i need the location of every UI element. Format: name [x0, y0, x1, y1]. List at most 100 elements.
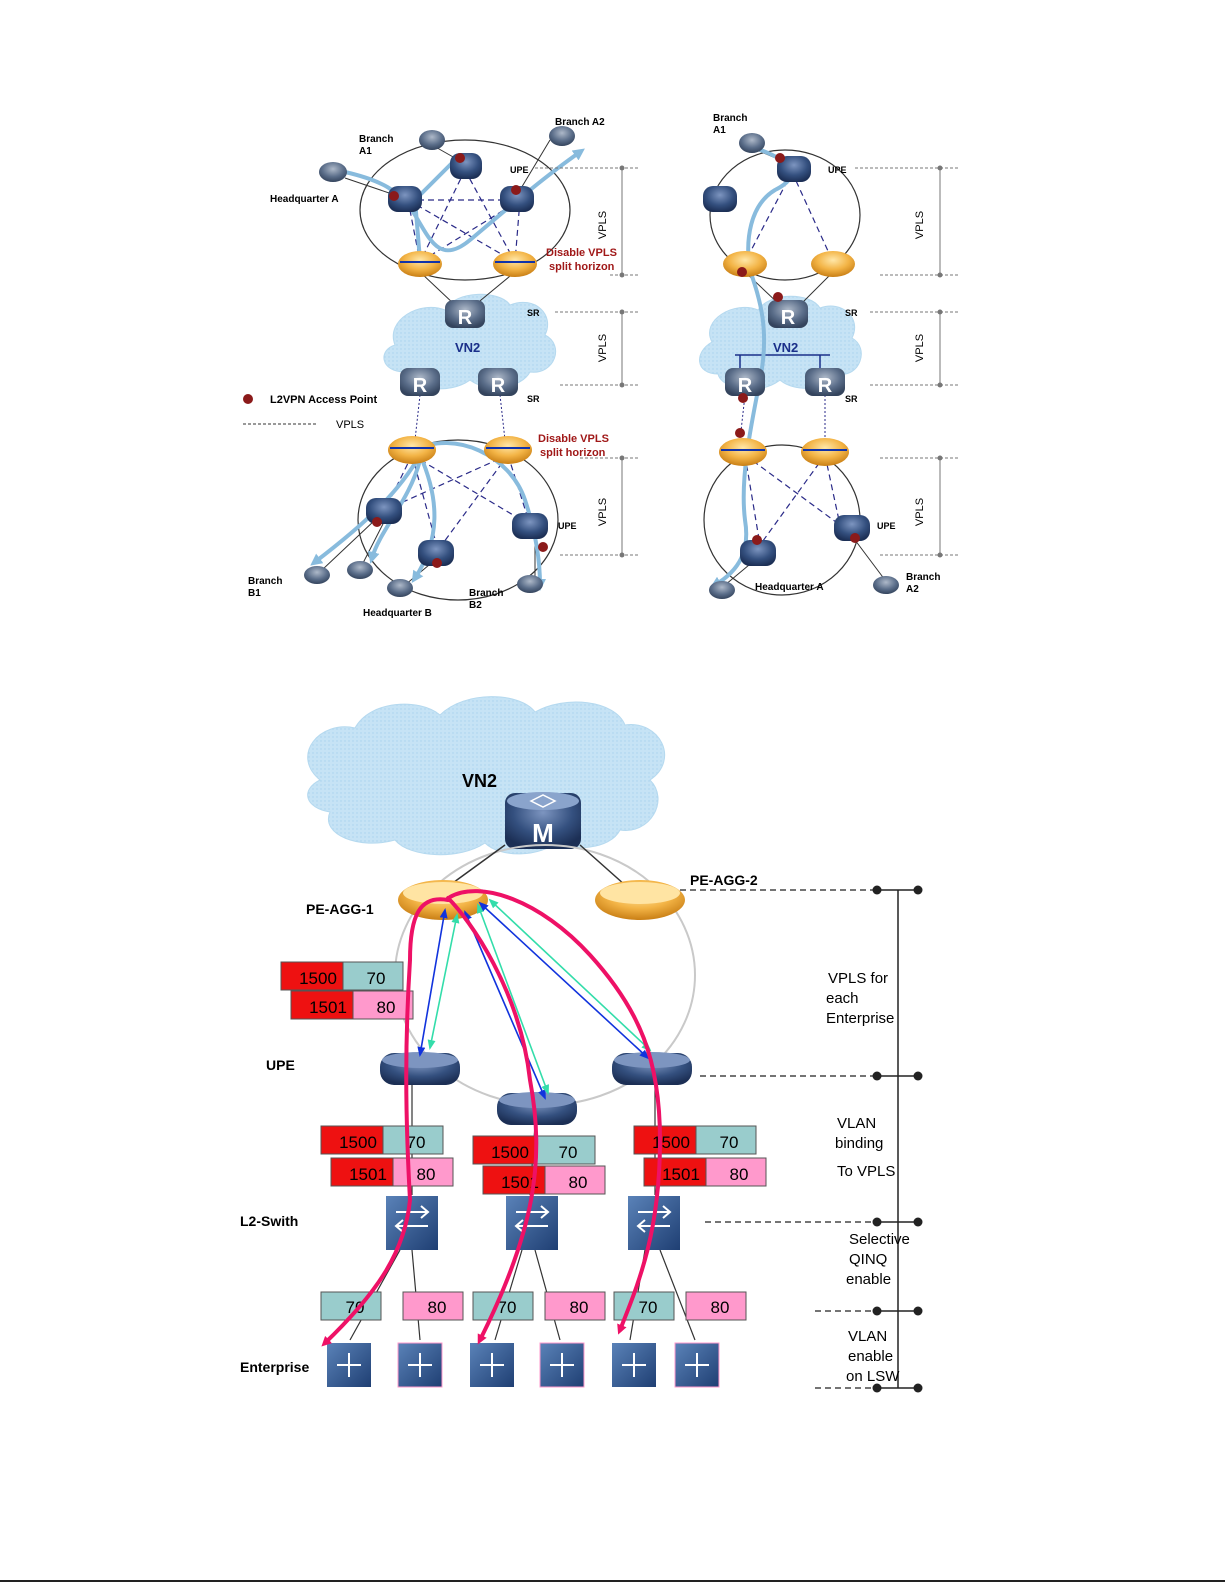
- vpls-mesh-top: [407, 169, 521, 263]
- svg-text:1500: 1500: [299, 969, 337, 988]
- svg-text:R: R: [818, 375, 833, 397]
- label-headquarter-a: Headquarter A: [270, 194, 339, 205]
- router-branch-b1-a: [304, 566, 330, 584]
- enterprise-switches: [327, 1342, 720, 1388]
- svg-text:80: 80: [570, 1298, 589, 1317]
- svg-text:80: 80: [377, 998, 396, 1017]
- upe-router-3: [500, 186, 534, 212]
- router-headquarter-b: [387, 579, 413, 597]
- svg-text:1501: 1501: [501, 1173, 539, 1192]
- pe-agg-router-2: [493, 251, 537, 277]
- router-branch-b1-b: [347, 561, 373, 579]
- svg-text:80: 80: [730, 1165, 749, 1184]
- svg-text:R: R: [491, 375, 506, 397]
- flow-path-right: [709, 146, 793, 589]
- svg-text:70: 70: [639, 1298, 658, 1317]
- legend-access-point: L2VPN Access Point: [270, 394, 378, 406]
- svg-text:80: 80: [711, 1298, 730, 1317]
- label-upe-1: UPE: [510, 165, 529, 175]
- label-vn2-top: VN2: [455, 340, 480, 355]
- upe-ring-top: [359, 139, 571, 281]
- tag-group-upe-left: 1500 70 1501 80: [320, 1125, 454, 1187]
- label-sr-1: SR: [527, 308, 540, 318]
- label-vpls-scale-2: VPLS: [597, 334, 609, 362]
- router-branch-a2: [549, 126, 575, 146]
- access-points-left: [372, 153, 548, 568]
- tag-group-upe-right: 1500 70 1501 80: [633, 1125, 767, 1187]
- label-right-vn2: VN2: [773, 340, 798, 355]
- svg-text:R: R: [458, 307, 473, 329]
- svg-text:M: M: [532, 818, 554, 848]
- svg-text:1500: 1500: [652, 1133, 690, 1152]
- svg-text:1501: 1501: [349, 1165, 387, 1184]
- label-vpls-scale-1: VPLS: [597, 211, 609, 239]
- label-right-vpls-2: VPLS: [914, 334, 926, 362]
- tag-group-pe: 1500 70 1501 80: [280, 961, 414, 1020]
- svg-text:80: 80: [428, 1298, 447, 1317]
- mse-router: M: [505, 792, 581, 849]
- label-right-sr-1: SR: [845, 308, 858, 318]
- svg-text:1501: 1501: [309, 998, 347, 1017]
- svg-text:70: 70: [407, 1133, 426, 1152]
- pe-agg-2-router: [595, 880, 685, 920]
- label-pe-agg-2: PE-AGG-2: [690, 872, 758, 888]
- svg-text:70: 70: [559, 1143, 578, 1162]
- upe-router-6: [512, 513, 548, 539]
- label-headquarter-b: Headquarter B: [363, 608, 432, 619]
- pe-agg-router-4: [484, 436, 532, 464]
- legend-access-point-icon: [243, 394, 253, 404]
- pe-agg-router-3: [388, 436, 436, 464]
- svg-text:80: 80: [569, 1173, 588, 1192]
- upe-router-1: [450, 153, 482, 179]
- svg-text:70: 70: [367, 969, 386, 988]
- upe-router-5: [418, 540, 454, 566]
- label-l2-switch: L2-Swith: [240, 1213, 298, 1229]
- label-vn2-bottom: VN2: [462, 771, 497, 791]
- router-branch-b2: [517, 575, 543, 593]
- svg-text:70: 70: [498, 1298, 517, 1317]
- bottom-diagram: VN2 M PE-AGG-1 PE-AGG-2 UPE: [240, 696, 923, 1393]
- label-right-headquarter-a: Headquarter A: [755, 582, 824, 593]
- label-upe-bottom: UPE: [266, 1057, 295, 1073]
- label-enterprise: Enterprise: [240, 1359, 309, 1375]
- upe-router-left: [380, 1052, 460, 1085]
- label-right-upe-1: UPE: [828, 165, 847, 175]
- access-points-right: [735, 153, 860, 545]
- label-pe-agg-1: PE-AGG-1: [306, 901, 374, 917]
- label-sr-2: SR: [527, 394, 540, 404]
- svg-text:R: R: [413, 375, 428, 397]
- svg-text:70: 70: [346, 1298, 365, 1317]
- label-right-sr-2: SR: [845, 394, 858, 404]
- sr-router-2: R: [400, 368, 440, 397]
- upe-ring-bottom: [357, 439, 559, 601]
- label-vpls-scale-3: VPLS: [597, 498, 609, 526]
- svg-text:R: R: [781, 307, 796, 329]
- label-branch-a2: Branch A2: [555, 117, 605, 128]
- enterprise-flows: [321, 889, 663, 1347]
- label-right-vpls-3: VPLS: [914, 498, 926, 526]
- svg-text:80: 80: [417, 1165, 436, 1184]
- svg-text:1500: 1500: [339, 1133, 377, 1152]
- vpls-pw-arrows: [417, 898, 652, 1100]
- tag-group-upe-middle: 1500 70 1501 80: [472, 1135, 606, 1195]
- router-branch-a1: [419, 130, 445, 150]
- svg-text:1501: 1501: [662, 1165, 700, 1184]
- sr-router-3: R: [478, 368, 518, 397]
- svg-text:1500: 1500: [491, 1143, 529, 1162]
- upe-router-4: [366, 498, 402, 524]
- svg-text:R: R: [738, 375, 753, 397]
